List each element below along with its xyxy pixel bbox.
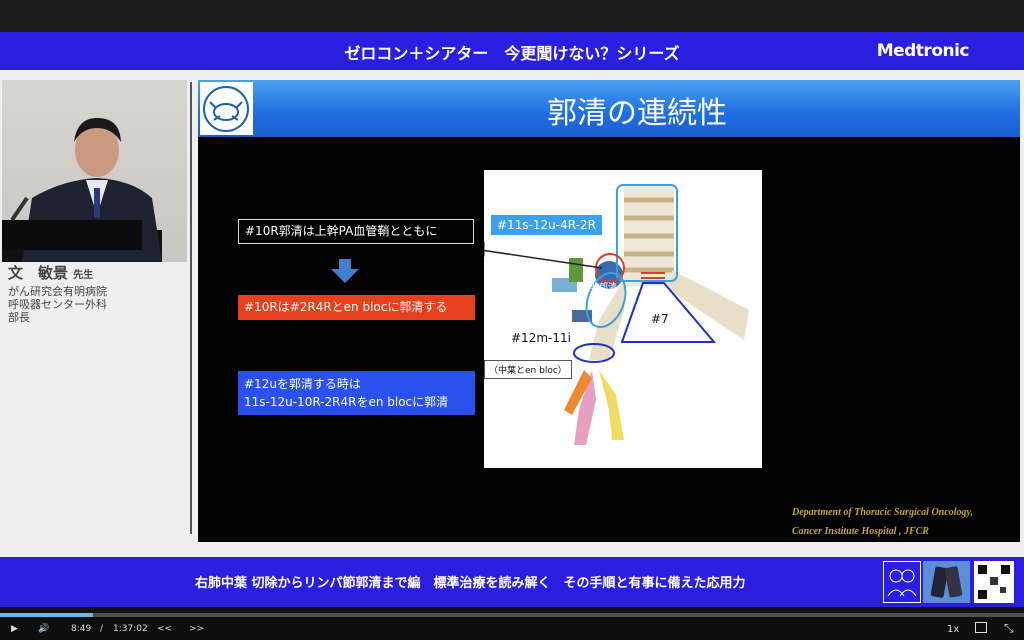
presenter-position: 部長 (8, 311, 30, 324)
divider (190, 82, 192, 534)
fullscreen-exit-icon[interactable]: ⤡ (1004, 621, 1014, 635)
footer-banner: 右肺中葉 切除からリンパ節郭清まで編 標準治療を読み解く その手順と有事に備えた… (0, 557, 1024, 607)
time-separator: / (100, 624, 104, 634)
label-en-bloc: （中葉とen bloc） (484, 360, 572, 379)
down-arrow-icon (331, 259, 359, 283)
progress-bar[interactable] (0, 613, 1024, 617)
slide-header (198, 80, 1020, 137)
label-node: 非郭清 (590, 283, 618, 293)
credit-line2: Cancer Institute Hospital , JFCR (792, 526, 929, 537)
presenter-video (2, 80, 187, 262)
top-bar (0, 0, 1024, 32)
label-11s-12u: #11s-12u-4R-2R (491, 215, 602, 235)
text-box-10r: #10R郭清は上幹PA血管鞘とともに (238, 219, 474, 244)
text-box-en-bloc: #10Rは#2R4Rとen blocに郭清する (238, 295, 475, 320)
slide-title: 郭清の連続性 (547, 96, 727, 131)
airway-illustration (484, 184, 749, 445)
current-time: 8:49 (71, 624, 92, 634)
header-banner: ゼロコン＋シアター 今更聞けない？シリーズ Medtronic (0, 32, 1024, 70)
presenter-info: 文 敏景 先生 がん研究会有明病院 呼吸器センター外科 部長 (2, 264, 187, 324)
bronchus-diagram: #11s-12u-4R-2R 非郭清 #7 #12m-11i （中葉とen bl… (484, 170, 762, 468)
presenter-department: 呼吸器センター外科 (8, 298, 107, 311)
player-controls: ▶ 🔊 8:49 / 1:37:02 << >> 1x ⤡ (0, 617, 1024, 640)
episode-title: 右肺中葉 切除からリンパ節郭清まで編 標準治療を読み解く その手順と有事に備えた… (195, 576, 746, 591)
label-7: #7 (651, 312, 669, 326)
pip-icon[interactable] (975, 622, 987, 633)
medtronic-logo: Medtronic (876, 41, 970, 61)
qr-code-icon[interactable] (974, 561, 1014, 603)
presenter-affiliation: がん研究会有明病院 (8, 285, 107, 298)
volume-icon[interactable]: 🔊 (38, 624, 50, 634)
society-logo-icon (200, 82, 253, 135)
rewind-button[interactable]: << (157, 624, 173, 634)
progress-fill (0, 613, 94, 617)
duration: 1:37:02 (113, 624, 148, 634)
box3-line1: #12uを郭清する時は (244, 377, 361, 391)
presenter-figure-icon (2, 118, 162, 262)
slide-credit: Department of Thoracic Surgical Oncology… (792, 503, 973, 541)
zero-complications-logo-icon[interactable] (883, 561, 921, 603)
credit-line1: Department of Thoracic Surgical Oncology… (792, 507, 974, 518)
box3-line2: 11s-12u-10R-2R4Rをen blocに郭清 (244, 395, 449, 409)
speed-button[interactable]: 1x (947, 624, 960, 635)
app-phones-icon[interactable] (923, 561, 970, 603)
forward-button[interactable]: >> (189, 624, 205, 634)
presenter-name: 文 敏景 (8, 264, 69, 282)
play-icon[interactable]: ▶ (11, 624, 18, 634)
presenter-honorific: 先生 (73, 270, 94, 281)
series-title: ゼロコン＋シアター 今更聞けない？シリーズ (344, 44, 680, 63)
text-box-12u: #12uを郭清する時は 11s-12u-10R-2R4Rをen blocに郭清 (238, 371, 475, 415)
label-12m-11i: #12m-11i (511, 331, 571, 345)
